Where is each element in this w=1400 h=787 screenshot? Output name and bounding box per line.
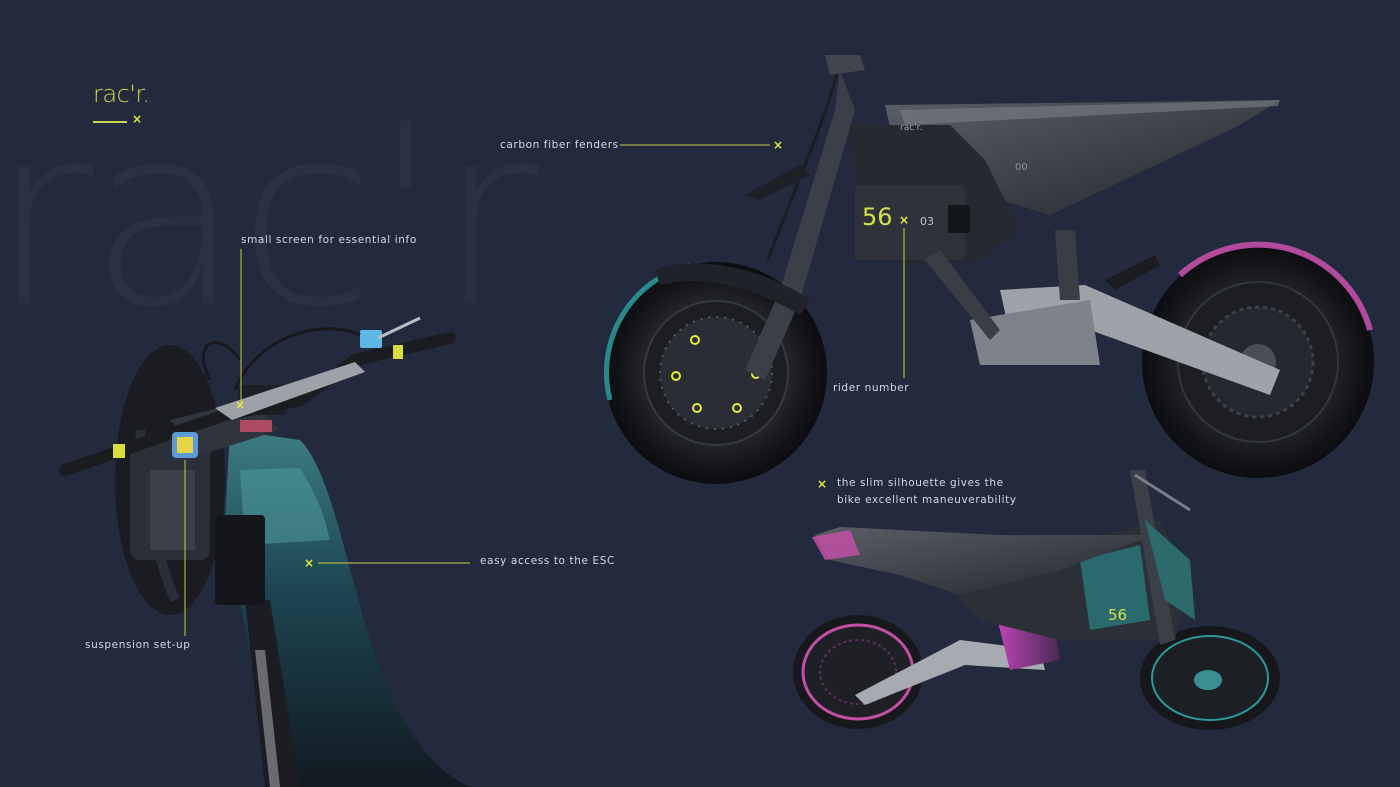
side-brand-mark: rac'r. <box>900 123 922 133</box>
x-mark-icon: × <box>304 556 315 570</box>
motorcycle-top-view <box>59 316 470 787</box>
callout-slim-silhouette-line2: bike excellent maneuverability <box>837 494 1017 506</box>
rear-view-seat <box>815 527 1155 595</box>
callout-suspension-setup: suspension set-up <box>85 639 191 651</box>
motorcycle-side-view: 56 03 rac'r. 00 <box>604 55 1374 484</box>
callout-leader-lines <box>184 144 905 636</box>
side-rider-number: 56 <box>862 203 893 231</box>
x-mark-icon: × <box>235 398 246 412</box>
side-small-number: 03 <box>920 215 934 228</box>
callout-rider-number: rider number <box>833 382 910 394</box>
side-code: 00 <box>1015 162 1028 173</box>
motorcycle-rear-view: 56 <box>793 470 1280 730</box>
x-mark-icon: × <box>817 477 828 491</box>
logo-x-mark-icon: × <box>132 112 143 126</box>
x-mark-icon: × <box>773 138 784 152</box>
rear-rider-number: 56 <box>1108 606 1127 624</box>
callout-slim-silhouette-line1: the slim silhouette gives the <box>837 477 1004 489</box>
callout-carbon-fiber-fenders: carbon fiber fenders <box>500 139 619 151</box>
callout-small-screen: small screen for essential info <box>241 234 417 246</box>
brand-logo: rac'r. <box>93 80 150 108</box>
logo-underline <box>93 121 127 123</box>
x-mark-icon: × <box>899 213 910 227</box>
callout-easy-access-esc: easy access to the ESC <box>480 555 615 567</box>
